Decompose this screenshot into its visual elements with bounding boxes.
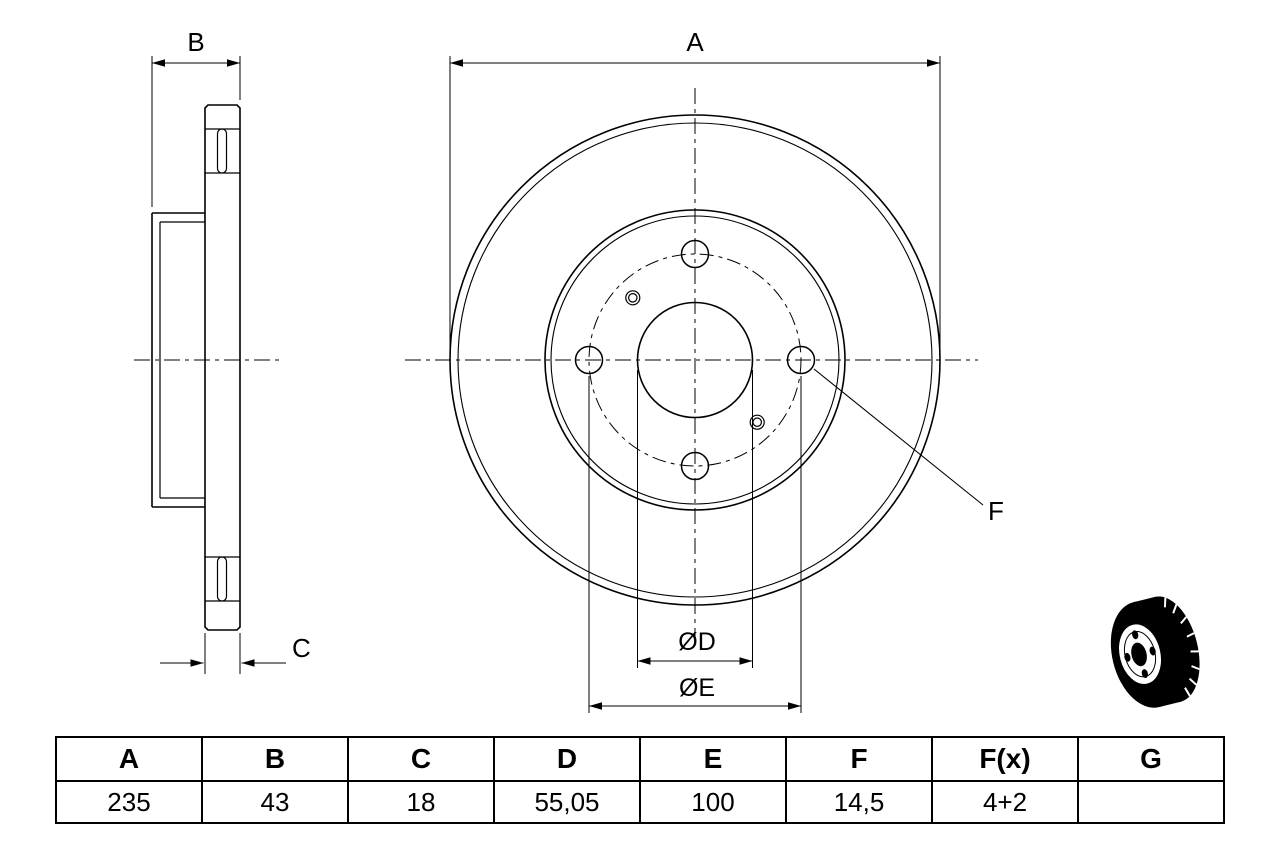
friction-ring-outline bbox=[204, 104, 241, 631]
spec-value-row: 235 43 18 55,05 100 14,5 4+2 bbox=[55, 780, 1225, 824]
dimension-b bbox=[151, 56, 241, 207]
spec-value-d: 55,05 bbox=[493, 780, 641, 824]
dimension-a bbox=[449, 56, 941, 352]
vent-slot-top bbox=[216, 128, 228, 174]
spec-value-f: 14,5 bbox=[785, 780, 933, 824]
spec-value-e: 100 bbox=[639, 780, 787, 824]
dim-a-label: A bbox=[686, 27, 704, 57]
center-bore bbox=[636, 301, 754, 419]
dim-c-label: C bbox=[292, 633, 311, 663]
spec-header-b: B bbox=[201, 736, 349, 782]
spec-header-d: D bbox=[493, 736, 641, 782]
dim-b-label: B bbox=[187, 27, 204, 57]
spec-header-f: F bbox=[785, 736, 933, 782]
spec-header-g: G bbox=[1077, 736, 1225, 782]
spec-header-row: A B C D E F F(x) G bbox=[55, 736, 1225, 782]
dim-e-label: ØE bbox=[679, 674, 715, 702]
vent-slot-bottom bbox=[216, 556, 228, 602]
outer-diameter-circle bbox=[449, 114, 941, 606]
spec-value-b: 43 bbox=[201, 780, 349, 824]
vent-slots bbox=[1163, 597, 1200, 697]
dimension-c bbox=[160, 633, 286, 674]
spec-table-wrap: A B C D E F F(x) G 235 43 18 55,05 100 1… bbox=[55, 736, 1225, 824]
centerlines bbox=[134, 88, 978, 642]
dim-f-label: F bbox=[988, 496, 1004, 526]
front-view bbox=[449, 114, 941, 606]
spec-value-c: 18 bbox=[347, 780, 495, 824]
spec-header-fx: F(x) bbox=[931, 736, 1079, 782]
spec-value-a: 235 bbox=[55, 780, 203, 824]
leader-f bbox=[813, 368, 984, 506]
spec-header-a: A bbox=[55, 736, 203, 782]
hat-inner-circle bbox=[550, 215, 840, 505]
bolt-circle bbox=[588, 253, 802, 467]
spec-table: A B C D E F F(x) G 235 43 18 55,05 100 1… bbox=[55, 736, 1225, 824]
product-thumbnail-icon bbox=[1110, 596, 1200, 708]
dimension-d bbox=[637, 370, 753, 668]
spec-value-g bbox=[1077, 780, 1225, 824]
spec-header-e: E bbox=[639, 736, 787, 782]
dim-d-label: ØD bbox=[678, 628, 716, 656]
spec-header-c: C bbox=[347, 736, 495, 782]
spec-value-fx: 4+2 bbox=[931, 780, 1079, 824]
hat-outer-circle bbox=[544, 209, 846, 511]
bolt-holes bbox=[574, 239, 816, 481]
dimension-e bbox=[588, 376, 802, 713]
section-view bbox=[151, 104, 241, 631]
outer-edge-circle bbox=[457, 122, 933, 598]
